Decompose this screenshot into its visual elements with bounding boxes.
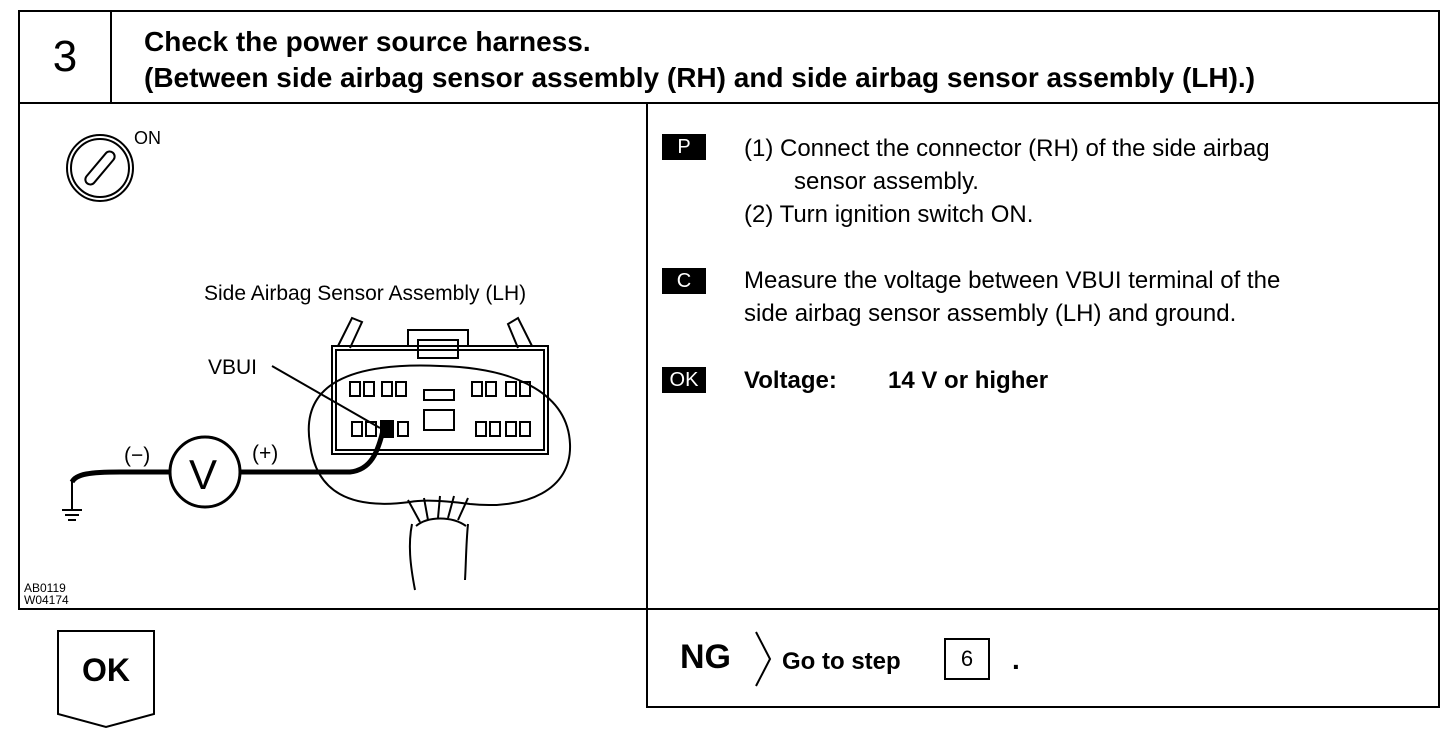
figure-code-1: AB0119 <box>24 581 66 595</box>
period: . <box>1012 644 1020 675</box>
target-step-box: 6 <box>944 638 990 680</box>
voltmeter-symbol: V <box>189 451 218 498</box>
p-line-2: sensor assembly. <box>794 168 979 195</box>
ok-arrow-shape <box>57 630 155 729</box>
column-divider <box>646 103 648 610</box>
title-line-1: Check the power source harness. <box>144 26 591 57</box>
title-line-2: (Between side airbag sensor assembly (RH… <box>144 62 1256 93</box>
step-frame: 3 Check the power source harness. (Betwe… <box>18 10 1440 610</box>
ok-result-label: OK <box>82 652 130 688</box>
ng-arrow-icon <box>755 631 772 687</box>
p-line-3: (2) Turn ignition switch ON. <box>744 201 1034 228</box>
p-line-1: (1) Connect the connector (RH) of the si… <box>744 135 1270 162</box>
wiring-diagram <box>62 134 572 591</box>
ng-result-box: NG Go to step 6 . <box>646 610 1440 708</box>
go-to-step-text: Go to step <box>782 648 901 675</box>
on-label: ON <box>134 128 161 148</box>
c-line-2: side airbag sensor assembly (LH) and gro… <box>744 300 1237 327</box>
terminal-cells <box>349 381 531 437</box>
ok-voltage-label: Voltage: <box>744 367 837 394</box>
vbui-leader <box>271 365 381 429</box>
wire-bundle <box>407 495 469 591</box>
connector-icon <box>331 316 549 455</box>
vbui-label: VBUI <box>208 356 258 379</box>
plus-label: (+) <box>252 442 279 465</box>
ok-tag: OK <box>662 367 706 393</box>
step-number: 3 <box>20 12 112 102</box>
component-label: Side Airbag Sensor Assembly (LH) <box>204 282 527 305</box>
ok-voltage-value: 14 V or higher <box>888 367 1049 394</box>
vbui-terminal <box>380 420 394 438</box>
ignition-switch-icon <box>66 134 134 202</box>
c-tag: C <box>662 268 706 294</box>
figure-code-2: W04174 <box>24 593 69 607</box>
header-divider <box>20 102 1438 104</box>
negative-lead <box>69 469 170 484</box>
ng-label: NG <box>680 638 731 676</box>
p-tag: P <box>662 134 706 160</box>
wiring-figure: ON Side Airbag Sensor Assembly (LH) VBUI… <box>20 104 646 610</box>
c-line-1: Measure the voltage between VBUI termina… <box>744 267 1281 294</box>
step-title: Check the power source harness. (Between… <box>144 24 1255 96</box>
ground-icon <box>62 480 82 521</box>
connector-highlight-oval <box>307 364 572 506</box>
minus-label: (−) <box>124 444 151 467</box>
